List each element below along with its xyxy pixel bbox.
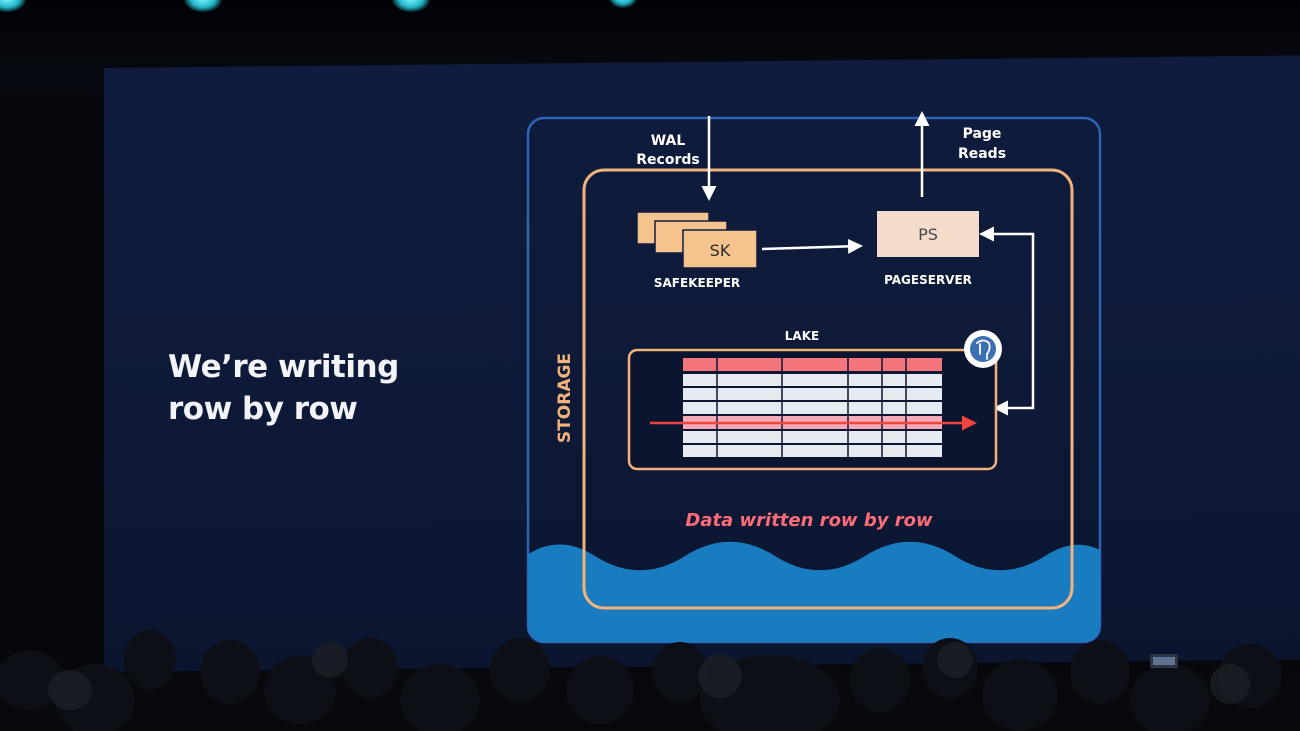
postgres-elephant-icon bbox=[964, 330, 1002, 368]
table-row bbox=[683, 402, 942, 414]
sk-to-ps-arrow bbox=[761, 238, 863, 254]
headline-line-1: We’re writing bbox=[168, 349, 399, 385]
slide-headline: We’re writing row by row bbox=[168, 346, 399, 430]
storage-box bbox=[582, 168, 1074, 610]
pageserver-label: PAGESERVER bbox=[884, 273, 972, 287]
page-reads-label-line1: Page bbox=[963, 126, 1002, 142]
safekeeper-box-text: SK bbox=[710, 241, 731, 260]
table-header-row bbox=[683, 358, 942, 371]
table-row bbox=[683, 374, 942, 386]
safekeeper-label: SAFEKEEPER bbox=[654, 276, 740, 290]
pageserver-box bbox=[877, 211, 979, 257]
stage-light bbox=[184, 0, 222, 12]
page-reads-label-line2: Reads bbox=[958, 146, 1006, 162]
diagram-caption: Data written row by row bbox=[685, 510, 933, 531]
headline-line-2: row by row bbox=[168, 391, 358, 427]
lake-label: LAKE bbox=[785, 329, 819, 343]
wal-label-line2: Records bbox=[636, 152, 699, 168]
table-row bbox=[683, 388, 942, 400]
stage-light bbox=[608, 0, 638, 8]
table-row bbox=[683, 445, 942, 457]
phone-display bbox=[1153, 657, 1175, 665]
stage-light bbox=[392, 0, 430, 12]
water-waves bbox=[528, 541, 1100, 642]
wal-label-line1: WAL bbox=[651, 133, 686, 149]
safekeeper-box-front bbox=[682, 229, 758, 269]
lake-ps-connector bbox=[979, 226, 1035, 416]
audience-silhouettes bbox=[0, 630, 1300, 731]
pageserver-box-text: PS bbox=[918, 225, 938, 244]
storage-label: STORAGE bbox=[555, 353, 575, 443]
table-row bbox=[683, 431, 942, 443]
